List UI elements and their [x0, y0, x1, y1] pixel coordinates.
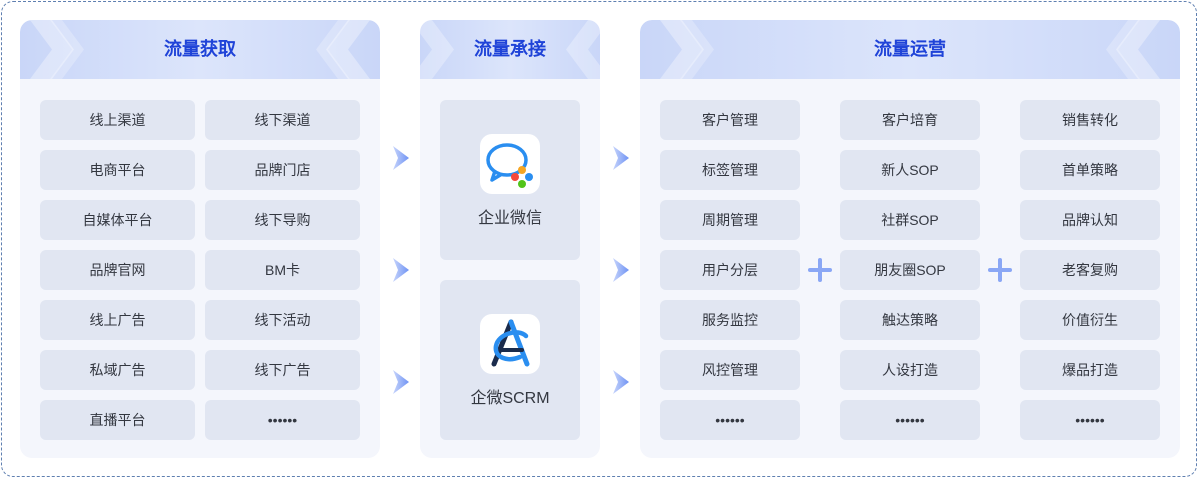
- decor-chevron-left: [30, 20, 84, 79]
- panel-acquisition-title: 流量获取: [164, 39, 236, 59]
- acquisition-item: 线下广告: [205, 350, 360, 390]
- card-wecom: 企业微信: [440, 100, 580, 260]
- acquisition-item: BM卡: [205, 250, 360, 290]
- decor-chevron-left: [420, 20, 454, 79]
- operation-item: 新人SOP: [840, 150, 980, 190]
- operation-item: 爆品打造: [1020, 350, 1160, 390]
- decor-chevron-right: [1106, 20, 1160, 79]
- panel-undertaking: 流量承接 企业微信 企微SCRM: [420, 20, 600, 458]
- panel-acquisition: 流量获取 线上渠道 线下渠道 电商平台 品牌门店 自媒体平台 线下导购 品牌官网…: [20, 20, 380, 458]
- panel-operation-header: 流量运营: [640, 20, 1180, 79]
- operation-item: 品牌认知: [1020, 200, 1160, 240]
- operation-item: 周期管理: [660, 200, 800, 240]
- operation-item: 朋友圈SOP: [840, 250, 980, 290]
- operation-item: 首单策略: [1020, 150, 1160, 190]
- decor-chevron-right: [316, 20, 370, 79]
- wecom-icon: [480, 134, 540, 194]
- arrow-right-icon: [613, 146, 629, 170]
- panel-acquisition-header: 流量获取: [20, 20, 380, 79]
- operation-item: 人设打造: [840, 350, 980, 390]
- operation-item: ••••••: [840, 400, 980, 440]
- arrow-right-icon: [393, 146, 409, 170]
- scrm-logo-icon: [480, 314, 540, 374]
- card-scrm-label: 企微SCRM: [470, 390, 550, 407]
- acquisition-item: 电商平台: [40, 150, 195, 190]
- card-scrm: 企微SCRM: [440, 280, 580, 440]
- decor-chevron-left: [660, 20, 714, 79]
- operation-item: 风控管理: [660, 350, 800, 390]
- acquisition-item: ••••••: [205, 400, 360, 440]
- operation-item: 销售转化: [1020, 100, 1160, 140]
- arrow-right-icon: [613, 370, 629, 394]
- acquisition-item: 线上广告: [40, 300, 195, 340]
- operation-item: 标签管理: [660, 150, 800, 190]
- operation-item: 服务监控: [660, 300, 800, 340]
- acquisition-item: 私域广告: [40, 350, 195, 390]
- acquisition-item: 自媒体平台: [40, 200, 195, 240]
- acquisition-item: 线下导购: [205, 200, 360, 240]
- panel-undertaking-header: 流量承接: [420, 20, 600, 79]
- arrow-right-icon: [613, 258, 629, 282]
- decor-chevron-right: [566, 20, 600, 79]
- panel-operation: 流量运营 客户管理 标签管理 周期管理 用户分层 服务监控 风控管理 •••••…: [640, 20, 1180, 458]
- acquisition-item: 品牌门店: [205, 150, 360, 190]
- operation-item: ••••••: [660, 400, 800, 440]
- operation-item: 社群SOP: [840, 200, 980, 240]
- acquisition-item: 直播平台: [40, 400, 195, 440]
- acquisition-item: 线下渠道: [205, 100, 360, 140]
- operation-item: ••••••: [1020, 400, 1160, 440]
- operation-item: 老客复购: [1020, 250, 1160, 290]
- acquisition-item: 线上渠道: [40, 100, 195, 140]
- operation-item: 客户培育: [840, 100, 980, 140]
- operation-item: 用户分层: [660, 250, 800, 290]
- acquisition-item: 线下活动: [205, 300, 360, 340]
- operation-item: 价值衍生: [1020, 300, 1160, 340]
- panel-operation-title: 流量运营: [874, 39, 946, 59]
- operation-item: 触达策略: [840, 300, 980, 340]
- plus-icon: [808, 258, 832, 282]
- arrow-right-icon: [393, 258, 409, 282]
- plus-icon: [988, 258, 1012, 282]
- arrow-right-icon: [393, 370, 409, 394]
- operation-item: 客户管理: [660, 100, 800, 140]
- card-wecom-label: 企业微信: [477, 210, 542, 227]
- acquisition-item: 品牌官网: [40, 250, 195, 290]
- panel-undertaking-title: 流量承接: [474, 39, 546, 59]
